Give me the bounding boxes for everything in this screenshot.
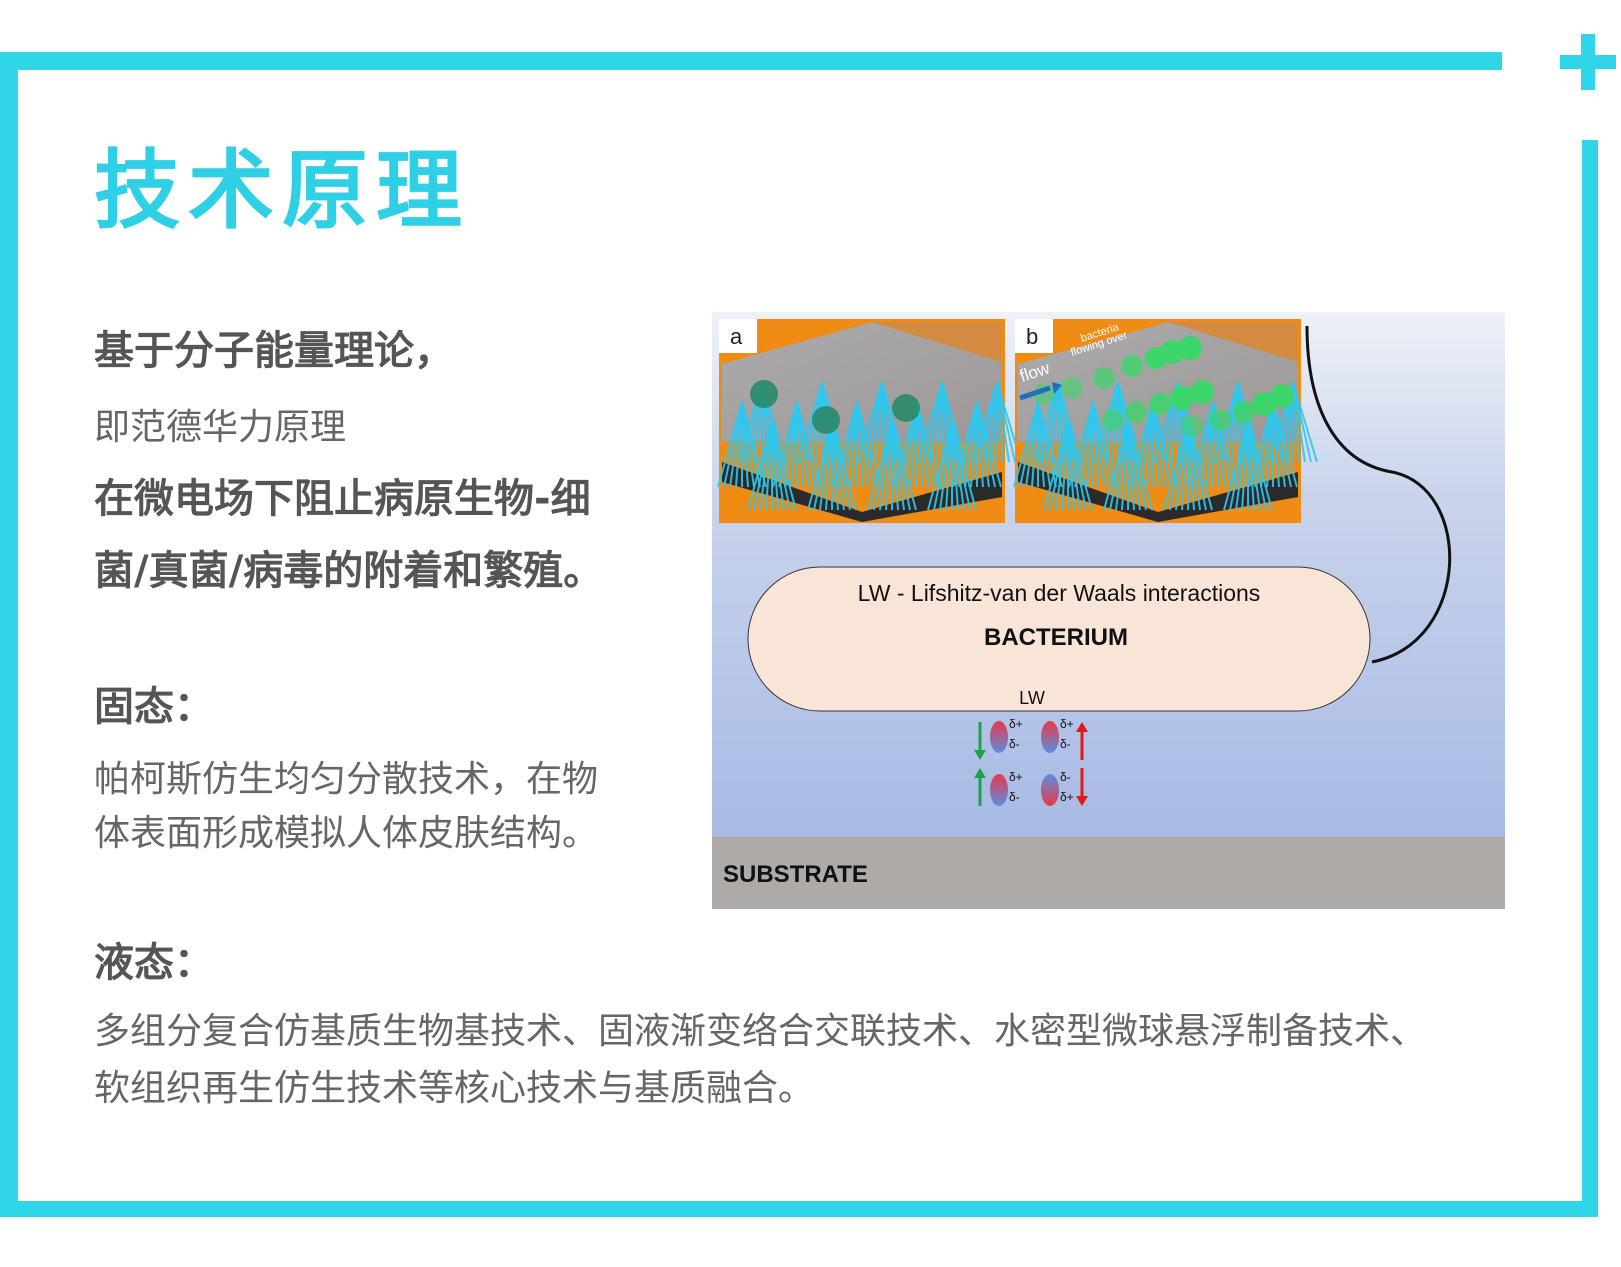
lw-label: LW (1019, 688, 1045, 708)
frame-left-border (0, 52, 18, 1215)
dipole-group: δ+ δ- δ+ δ- δ+ δ- δ- δ+ (974, 717, 1088, 806)
panel-b: flow bacteria flowing over b (1013, 319, 1318, 523)
svg-text:δ+: δ+ (1009, 770, 1023, 784)
bacterium-label: BACTERIUM (984, 624, 1128, 651)
panel-a: a (717, 319, 1022, 523)
flowing-bacteria (1033, 336, 1294, 437)
svg-text:δ+: δ+ (1060, 717, 1074, 731)
intro-line-1: 基于分子能量理论， (94, 328, 454, 374)
substrate-label: SUBSTRATE (723, 861, 868, 888)
connector-curve (1305, 325, 1452, 664)
svg-text:δ-: δ- (1009, 737, 1020, 751)
svg-text:δ+: δ+ (1009, 717, 1023, 731)
liquid-heading: 液态： (94, 940, 214, 986)
frame-bottom-border (0, 1201, 1596, 1217)
frame-right-border (1582, 140, 1598, 1217)
substrate-layer (712, 837, 1505, 909)
interaction-label: LW - Lifshitz-van der Waals interactions (858, 580, 1261, 606)
panel-b-label: b (1026, 324, 1038, 349)
svg-text:δ-: δ- (1009, 790, 1020, 804)
solid-line-2: 体表面形成模拟人体皮肤结构。 (94, 813, 599, 854)
solid-heading: 固态： (94, 684, 214, 730)
liquid-line-1: 多组分复合仿基质生物基技术、固液渐变络合交联技术、水密型微球悬浮制备技术、 (94, 1011, 1427, 1052)
svg-text:δ-: δ- (1060, 770, 1071, 784)
intro-line-3: 在微电场下阻止病原生物-细 (94, 476, 591, 522)
liquid-line-2: 软组织再生仿生技术等核心技术与基质融合。 (94, 1068, 815, 1109)
panel-a-label: a (730, 324, 743, 349)
frame-top-border (0, 52, 1502, 70)
bacterium-capsule (747, 566, 1371, 712)
svg-text:δ+: δ+ (1060, 790, 1074, 804)
page-title: 技术原理 (94, 141, 470, 241)
intro-line-2: 即范德华力原理 (94, 407, 347, 448)
van-der-waals-figure: a flow bacteria flowing over (712, 312, 1505, 909)
intro-line-4: 菌/真菌/病毒的附着和繁殖。 (94, 548, 604, 594)
solid-line-1: 帕柯斯仿生均匀分散技术，在物 (94, 759, 599, 800)
svg-text:δ-: δ- (1060, 737, 1071, 751)
